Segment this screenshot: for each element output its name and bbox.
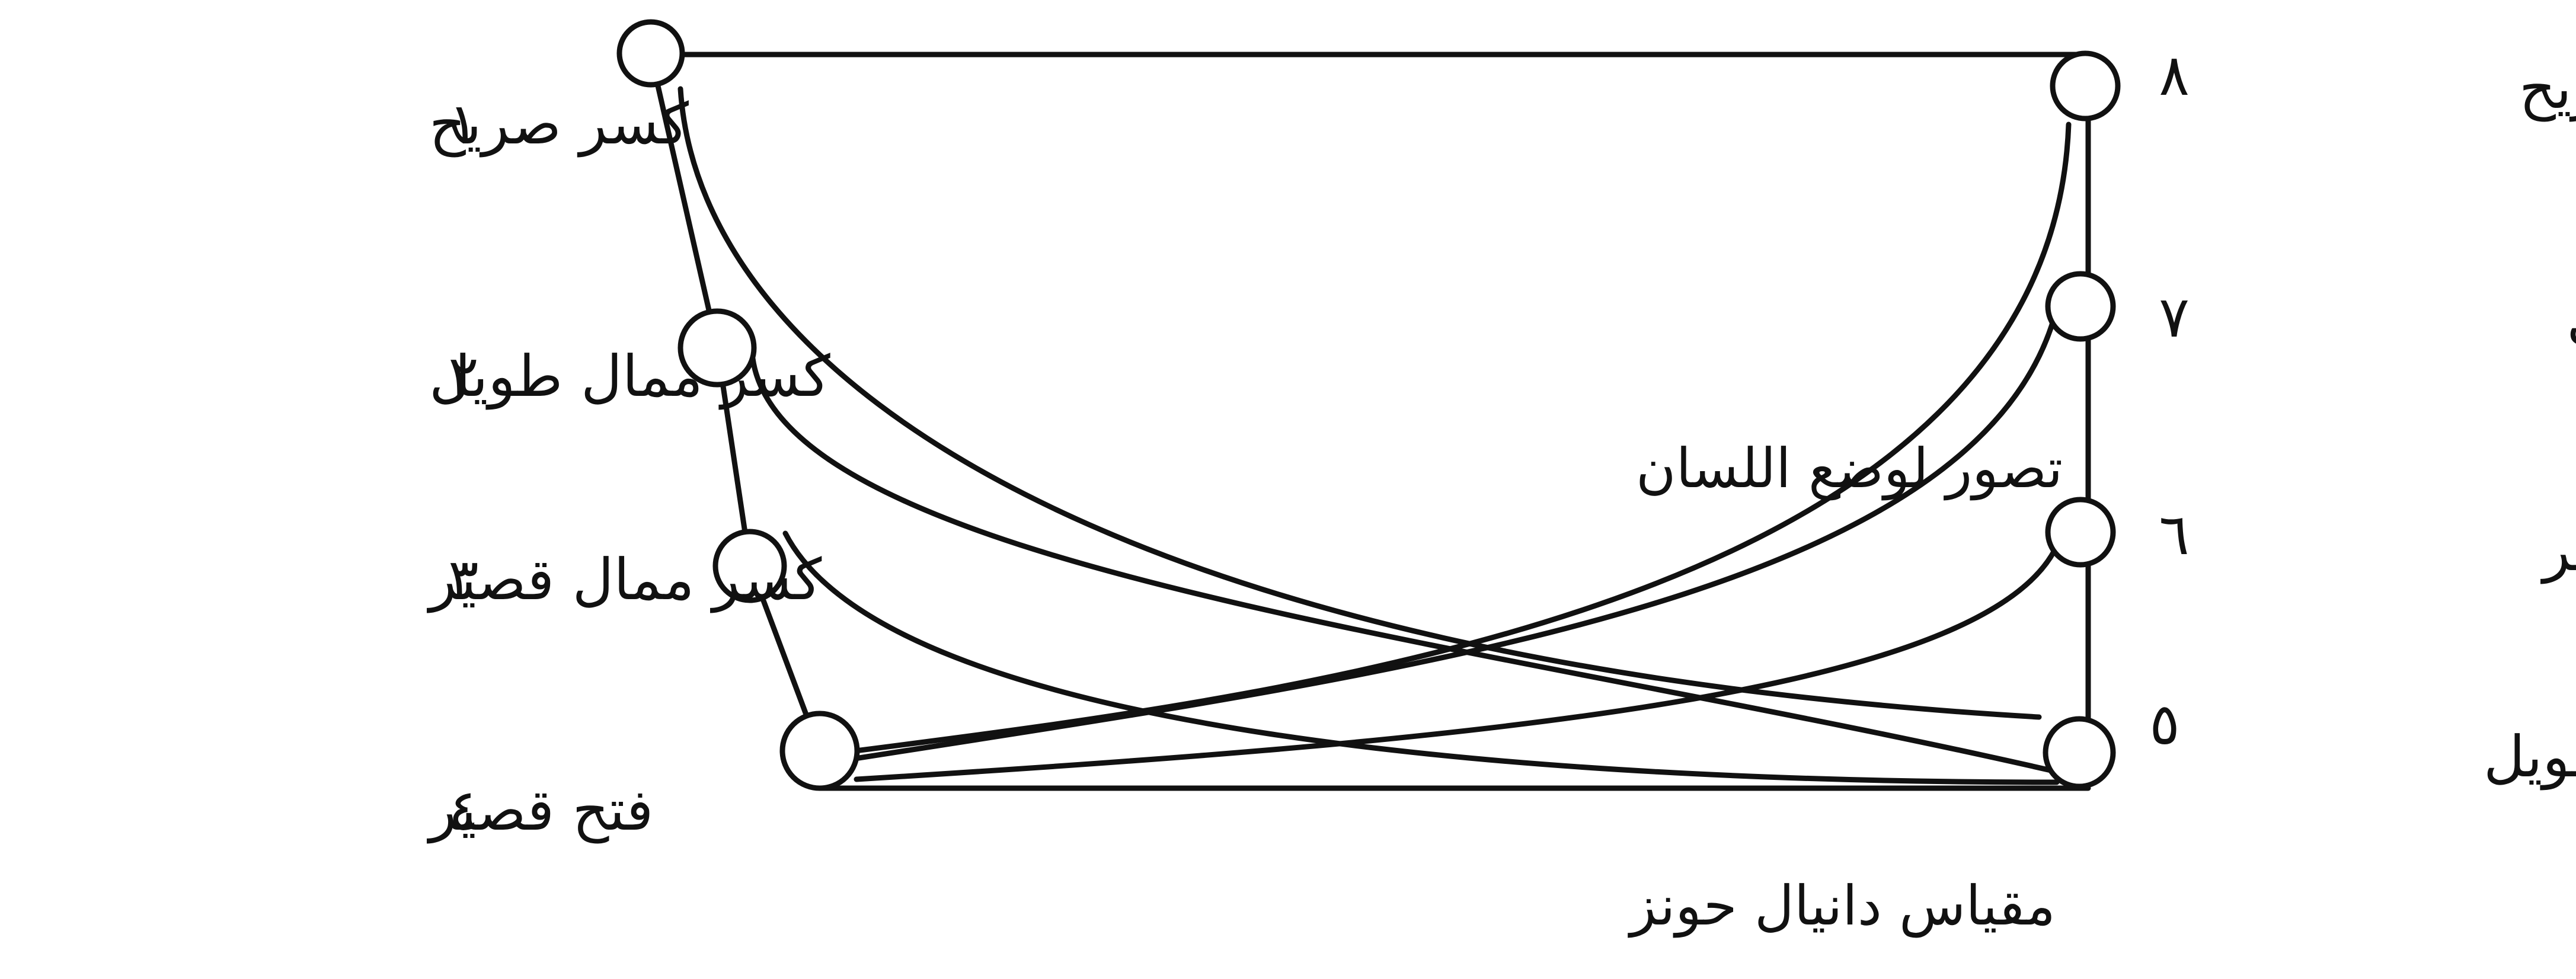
vowel-node-5 [2043,716,2116,789]
right-label-5-number: ٥ [2149,691,2180,757]
left-label-3-number: ٣ [448,546,479,613]
right-label-8-name: ضم صريح [2519,55,2576,122]
left-edge [648,52,823,754]
right-label-6-number: ٦ [2159,501,2190,568]
left-label-4-number: ٤ [448,777,479,843]
vowel-node-8 [2050,50,2121,121]
vowel-node-4 [779,711,860,791]
left-label-2-number: ٢ [448,343,479,409]
tongue-curve-7 [845,281,2064,763]
vowel-node-7 [2045,271,2116,342]
left-label-3-name: كسر ممال قصير [427,546,822,613]
right-label-5-name: فتح طويل [2484,724,2576,791]
tongue-curve-2 [750,356,2054,773]
tongue-curve-8 [839,121,2072,756]
vowel-node-6 [2045,497,2116,568]
tongue-curve-1 [677,86,2042,720]
vowel-node-2 [677,308,757,388]
left-label-1-number: ١ [448,91,479,157]
tongue-curve-3 [782,530,2060,785]
tongue-curve-6 [854,530,2064,782]
vowel-node-1 [616,19,685,88]
left-label-1-name: كسر صريح [429,91,689,158]
right-label-8-number: ٨ [2159,42,2190,108]
right-label-7-number: ٧ [2159,284,2190,350]
diagram-caption: مقياس دانيال حونز [1628,874,2056,938]
right-label-6-name: ضم ممال قصير [2540,517,2576,584]
left-label-2-name: كسر ممال طويل [429,343,830,410]
right-label-7-name: ضم ممال طويل [2567,284,2576,351]
tongue-position-label: تصور لوضع اللسان [1636,437,2063,501]
left-label-4-name: فتح قصير [427,777,653,844]
vowel-node-3 [712,529,787,603]
